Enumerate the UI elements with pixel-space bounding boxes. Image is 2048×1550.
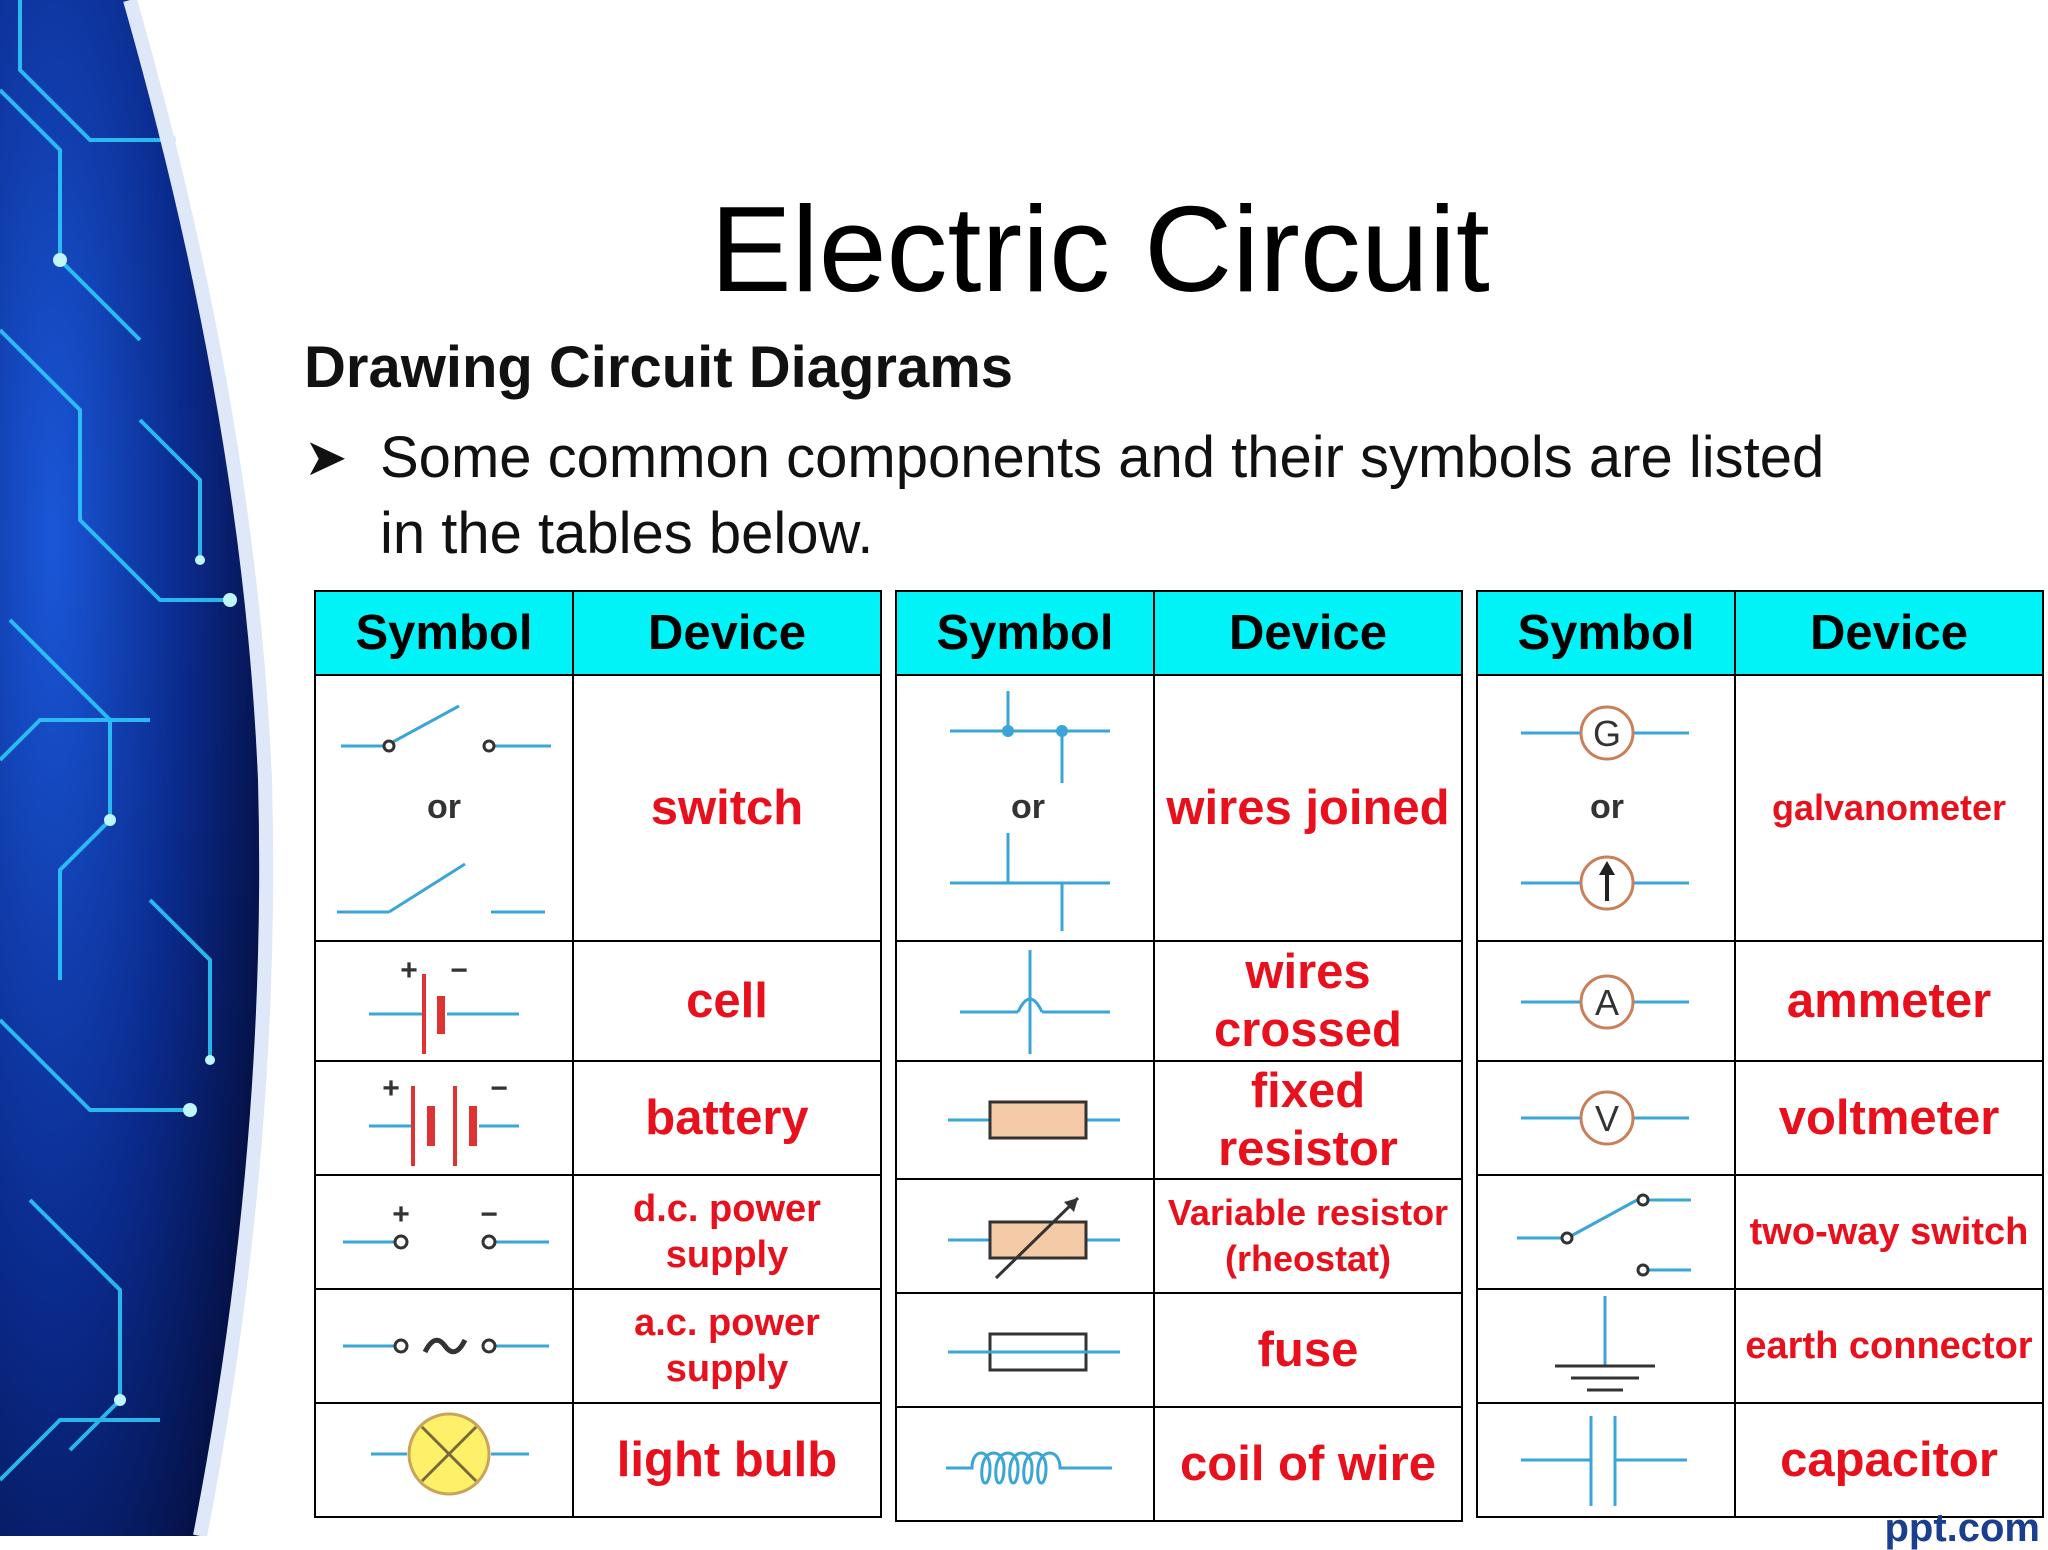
minus-sign: − <box>490 1072 508 1105</box>
plus-sign: + <box>392 1198 410 1231</box>
slide-title: Electric Circuit <box>710 181 1490 317</box>
device-label: two-way switch <box>1734 1174 2044 1290</box>
table-row: Variable resistor (rheostat) <box>895 1178 1463 1294</box>
fuse-icon <box>948 1332 1120 1372</box>
earth-connector-icon <box>1555 1296 1655 1392</box>
table-row: earth connector <box>1476 1288 2044 1404</box>
header-symbol: Symbol <box>895 590 1155 676</box>
device-label: light bulb <box>572 1402 882 1518</box>
table-row: fixed resistor <box>895 1060 1463 1180</box>
galvanometer-icon: G or <box>1521 705 1689 911</box>
symbols-table-1: Symbol Device or switch <box>314 590 882 1518</box>
header-symbol: Symbol <box>314 590 574 676</box>
switch-icon: or <box>337 704 551 914</box>
meter-letter: G <box>1593 713 1621 754</box>
device-label: coil of wire <box>1153 1406 1463 1522</box>
symbols-table-2: Symbol Device or wires joined <box>895 590 1463 1522</box>
fixed-resistor-icon <box>948 1100 1120 1140</box>
minus-sign: − <box>480 1198 498 1231</box>
table-row: light bulb <box>314 1402 882 1518</box>
device-label: fixed resistor <box>1153 1060 1463 1180</box>
meter-letter: V <box>1595 1098 1619 1139</box>
plus-sign: + <box>382 1072 400 1105</box>
symbols-table-3: Symbol Device G or galvanometer <box>1476 590 2044 1518</box>
table-row: or wires joined <box>895 674 1463 942</box>
device-label: galvanometer <box>1734 674 2044 942</box>
watermark-text: ppt.com <box>1884 1506 2040 1550</box>
table-row: fuse <box>895 1292 1463 1408</box>
ac-power-supply-icon <box>343 1337 549 1355</box>
cell-icon: + − <box>369 954 519 1054</box>
table-row: coil of wire <box>895 1406 1463 1522</box>
header-symbol: Symbol <box>1476 590 1736 676</box>
wires-joined-icon: or <box>950 691 1110 931</box>
table-row: + − d.c. power supply <box>314 1174 882 1290</box>
device-label: switch <box>572 674 882 942</box>
variable-resistor-icon <box>948 1196 1120 1280</box>
device-label: wires joined <box>1153 674 1463 942</box>
table-row: + − battery <box>314 1060 882 1176</box>
table-row: G or galvanometer <box>1476 674 2044 942</box>
light-bulb-icon <box>371 1412 529 1496</box>
table-row: A ammeter <box>1476 940 2044 1062</box>
device-label: ammeter <box>1734 940 2044 1062</box>
table-row: wires crossed <box>895 940 1463 1062</box>
minus-sign: − <box>450 954 468 987</box>
bullet-text: Some common components and their symbols… <box>380 425 1825 566</box>
arrowhead-bullet-icon: ➤ <box>304 429 348 487</box>
plus-sign: + <box>400 954 418 987</box>
coil-of-wire-icon <box>946 1451 1112 1485</box>
device-label: fuse <box>1153 1292 1463 1408</box>
device-label: earth connector <box>1734 1288 2044 1404</box>
table-row: + − cell <box>314 940 882 1062</box>
device-label: voltmeter <box>1734 1060 2044 1176</box>
table-row: or switch <box>314 674 882 942</box>
header-device: Device <box>572 590 882 676</box>
device-label: capacitor <box>1734 1402 2044 1518</box>
voltmeter-icon: V <box>1521 1090 1689 1146</box>
device-label: a.c. power supply <box>572 1288 882 1404</box>
battery-icon: + − <box>369 1072 519 1166</box>
wires-crossed-icon <box>960 950 1110 1054</box>
dc-power-supply-icon: + − <box>343 1198 549 1250</box>
device-label: d.c. power supply <box>572 1174 882 1290</box>
bullet-point: ➤ Some common components and their symbo… <box>304 420 1864 572</box>
device-label: Variable resistor (rheostat) <box>1153 1178 1463 1294</box>
table-row: capacitor <box>1476 1402 2044 1518</box>
circuit-board-background <box>0 0 274 1536</box>
device-label: wires crossed <box>1153 940 1463 1062</box>
ammeter-icon: A <box>1521 974 1689 1030</box>
or-label: or <box>1590 788 1624 826</box>
device-label: battery <box>572 1060 882 1176</box>
table-row: a.c. power supply <box>314 1288 882 1404</box>
slide-subtitle: Drawing Circuit Diagrams <box>304 335 1014 400</box>
two-way-switch-icon <box>1517 1193 1691 1277</box>
meter-letter: A <box>1595 982 1619 1023</box>
table-row: two-way switch <box>1476 1174 2044 1290</box>
or-label: or <box>1011 788 1045 826</box>
header-device: Device <box>1153 590 1463 676</box>
header-device: Device <box>1734 590 2044 676</box>
table-row: V voltmeter <box>1476 1060 2044 1176</box>
capacitor-icon <box>1521 1416 1687 1506</box>
or-label: or <box>427 788 461 826</box>
device-label: cell <box>572 940 882 1062</box>
